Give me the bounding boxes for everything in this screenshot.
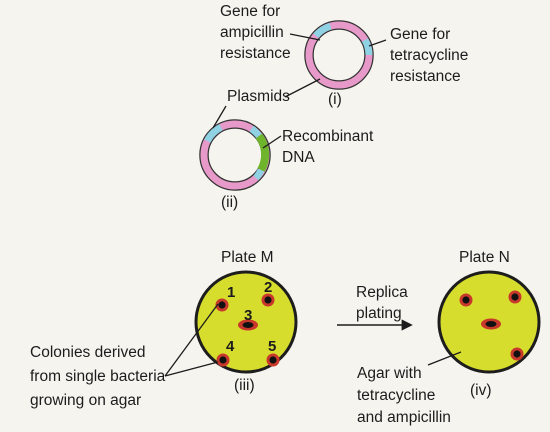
ampicillin-gene-segment <box>313 22 332 39</box>
plate-n-colony-4 <box>510 347 524 361</box>
colonies-label-1: Colonies derived <box>30 344 145 361</box>
agar-pointer-line <box>427 351 462 366</box>
colonies-label-3: growing on agar <box>30 392 141 409</box>
colonies-pointer-line-2 <box>164 361 219 377</box>
colonies-pointer-line-1 <box>164 303 219 377</box>
figure-iii-label: (iii) <box>234 377 255 394</box>
replica-label-2: plating <box>356 305 402 322</box>
plasmids-pointer-line-ii <box>212 105 227 129</box>
plate-n-title: Plate N <box>459 249 510 266</box>
plasmid-ii-ampicillin-segment <box>204 124 223 143</box>
gene-ampicillin-label-3: resistance <box>220 45 291 62</box>
gene-ampicillin-label-2: ampicillin <box>220 24 284 41</box>
agar-label-1: Agar with <box>357 365 422 382</box>
plate-m-colony-4 <box>216 353 230 367</box>
recombinant-pointer-line <box>262 135 282 149</box>
plate-n-colony-1 <box>459 293 473 307</box>
colony-number-2: 2 <box>264 279 272 296</box>
plate-m-colony-2 <box>261 293 275 307</box>
plasmid-ii-tetracycline-segment-b <box>253 168 265 181</box>
plate-m-title: Plate M <box>221 249 274 266</box>
plate-m-colony-5 <box>266 353 280 367</box>
colony-number-5: 5 <box>268 338 276 355</box>
tetracycline-gene-segment <box>361 38 373 56</box>
plate-m-colonies <box>215 293 280 367</box>
colony-number-1: 1 <box>227 284 235 301</box>
plasmid-i <box>304 20 374 90</box>
plasmid-ii <box>199 119 271 191</box>
gene-tetracycline-label-2: tetracycline <box>390 47 468 64</box>
agar-label-3: and ampicillin <box>357 409 451 426</box>
plate-n-colonies <box>459 290 524 361</box>
gene-ampicillin-label-1: Gene for <box>220 3 280 20</box>
replica-label-1: Replica <box>356 284 408 301</box>
plate-n-colony-2 <box>508 290 522 304</box>
agar-label-2: tetracycline <box>357 387 435 404</box>
plate-n-colony-3 <box>481 318 501 330</box>
plate-m-colony-3 <box>238 319 258 331</box>
figure-ii-label: (ii) <box>221 194 238 211</box>
recombinant-label-1: Recombinant <box>282 128 374 145</box>
plasmids-label: Plasmids <box>227 88 290 105</box>
colony-number-4: 4 <box>226 338 235 355</box>
plasmids-pointer-line-i <box>284 78 321 98</box>
gene-tetracycline-label-3: resistance <box>390 68 461 85</box>
tetracycline-pointer-line <box>368 39 387 47</box>
colonies-label-2: from single bacteria <box>30 368 166 385</box>
recombinant-label-2: DNA <box>282 149 315 166</box>
plasmid-ii-tetracycline-segment-a <box>249 125 262 139</box>
recombinant-dna-segment <box>255 133 270 172</box>
figure-i-label: (i) <box>328 91 342 108</box>
figure-iv-label: (iv) <box>470 382 492 399</box>
plate-m-colony-1 <box>215 298 229 312</box>
gene-tetracycline-label-1: Gene for <box>390 26 450 43</box>
ampicillin-pointer-line <box>289 33 321 41</box>
colony-number-3: 3 <box>244 307 252 324</box>
